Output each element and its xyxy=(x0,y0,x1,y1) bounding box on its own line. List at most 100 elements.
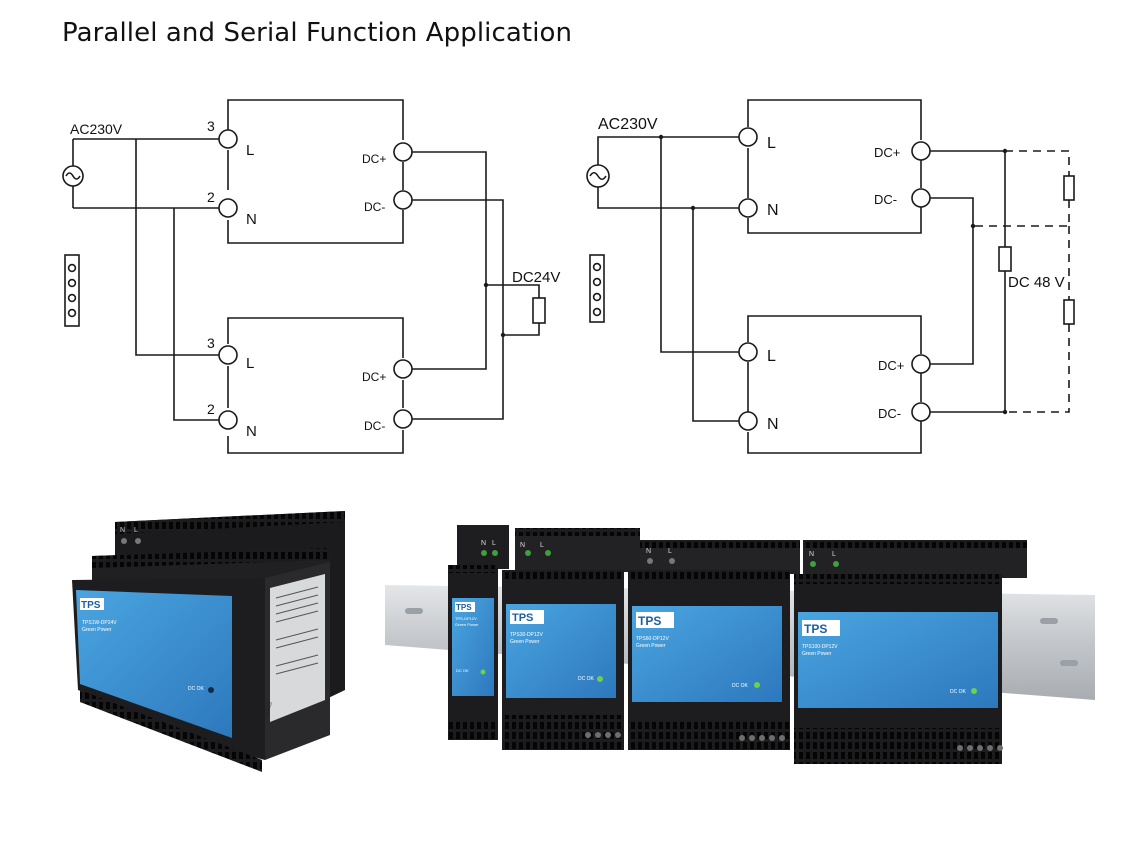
single-module-model: TPS1W-DP24V xyxy=(82,620,117,626)
row-module-2-brand: TPS xyxy=(512,612,533,624)
row-module-2-terminal-l: L xyxy=(540,542,544,549)
serial-unit-top-box-bottom xyxy=(747,207,922,234)
serial-ac-wave xyxy=(589,171,607,181)
parallel-bottom-n-label: N xyxy=(246,423,257,440)
serial-diagram: AC230V L N L N DC+ DC- DC+ DC- DC 48 V xyxy=(586,99,1075,454)
row-module-2-model: TPS30-DP12V xyxy=(510,632,543,638)
page-title: Parallel and Serial Function Application xyxy=(62,18,573,48)
serial-top-dcminus-label: DC- xyxy=(874,192,897,207)
single-module-terminal-l: L xyxy=(134,527,138,534)
parallel-unit-top-box-bottom xyxy=(227,210,404,244)
row-module-4-terminal-n: N xyxy=(809,551,814,558)
parallel-wire-dcminus-bus xyxy=(412,199,504,420)
serial-top-l-label: L xyxy=(767,135,776,152)
serial-bottom-n-terminal xyxy=(738,411,758,431)
product-photo-single: TPS TPS1W-DP24V Green Power DC OK N L Ro… xyxy=(72,511,345,772)
parallel-top-n-terminal xyxy=(218,198,238,218)
serial-load-resistor xyxy=(998,246,1012,272)
serial-bottom-dcplus-label: DC+ xyxy=(878,358,904,373)
row-module-1: TPS TPS-DP12V Green Power DC OK N L xyxy=(448,525,509,740)
parallel-top-n-pin-number: 2 xyxy=(207,189,215,205)
parallel-terminal-block-icon xyxy=(64,254,80,327)
serial-unit-bottom-box xyxy=(747,315,922,354)
parallel-bottom-n-pin-number: 2 xyxy=(207,401,215,417)
serial-dashed-wire-mid xyxy=(973,200,1070,227)
serial-dashed-load-lower xyxy=(1063,299,1075,325)
parallel-bottom-l-pin-number: 3 xyxy=(207,335,215,351)
parallel-top-l-pin-number: 3 xyxy=(207,118,215,134)
parallel-diagram: AC230V 3 2 3 2 L N L N DC+ DC- DC+ DC- D… xyxy=(62,99,560,454)
row-module-1-terminal-n: N xyxy=(481,540,486,547)
parallel-output-label: DC24V xyxy=(512,269,560,286)
parallel-bottom-dcplus-terminal xyxy=(393,359,413,379)
row-module-3-brand: TPS xyxy=(638,614,661,628)
single-module-dcok-label: DC OK xyxy=(188,686,205,692)
serial-bottom-l-terminal xyxy=(738,342,758,362)
parallel-top-l-terminal xyxy=(218,129,238,149)
row-module-4-terminal-l: L xyxy=(832,551,836,558)
parallel-wire-n-branch xyxy=(173,208,219,421)
parallel-bottom-dcplus-label: DC+ xyxy=(362,370,386,384)
parallel-unit-top-box xyxy=(227,99,404,140)
parallel-top-dcplus-terminal xyxy=(393,142,413,162)
parallel-top-dcminus-label: DC- xyxy=(364,200,385,214)
row-module-3-terminal-n: N xyxy=(646,548,651,555)
row-module-4: TPS TPS100-DP12V Green Power DC OK N L xyxy=(794,540,1027,764)
serial-wire-series-link xyxy=(930,197,974,365)
serial-terminal-block-icon xyxy=(589,254,605,323)
parallel-load-resistor xyxy=(532,297,546,324)
parallel-bottom-dcminus-label: DC- xyxy=(364,419,385,433)
parallel-top-dcplus-label: DC+ xyxy=(362,152,386,166)
parallel-unit-bottom-box xyxy=(227,317,404,358)
row-module-1-label xyxy=(452,598,494,696)
parallel-bottom-dcminus-terminal xyxy=(393,409,413,429)
row-module-4-brand: TPS xyxy=(804,622,827,636)
serial-wire-n xyxy=(597,187,739,209)
row-module-3-model: TPS60-DP12V xyxy=(636,636,669,642)
row-module-2-terminal-n: N xyxy=(520,542,525,549)
serial-wire-n-branch xyxy=(692,208,739,422)
serial-top-dcminus-terminal xyxy=(911,188,931,208)
single-module-terminal-n: N xyxy=(120,527,125,534)
serial-top-dcplus-terminal xyxy=(911,141,931,161)
serial-source-label: AC230V xyxy=(598,116,658,133)
serial-output-label: DC 48 V xyxy=(1008,274,1065,291)
serial-wire-l-branch xyxy=(660,137,739,353)
row-module-1-terminal-l: L xyxy=(492,540,496,547)
serial-top-n-terminal xyxy=(738,198,758,218)
row-module-2-dcok: DC OK xyxy=(578,676,595,682)
parallel-top-dcminus-terminal xyxy=(393,190,413,210)
row-module-2-series: Green Power xyxy=(510,639,540,645)
row-module-4-dcok: DC OK xyxy=(950,689,967,695)
row-module-3-dcok: DC OK xyxy=(732,683,749,689)
parallel-source-label: AC230V xyxy=(70,121,123,137)
serial-dashed-wire-top xyxy=(1005,150,1070,176)
row-module-1-dcok: DC OK xyxy=(456,668,469,673)
serial-dashed-wire-bottom xyxy=(1005,324,1070,413)
serial-bottom-dcplus-terminal xyxy=(911,354,931,374)
single-module-led xyxy=(208,687,214,693)
serial-bottom-dcminus-terminal xyxy=(911,402,931,422)
serial-bottom-dcminus-label: DC- xyxy=(878,406,901,421)
serial-bottom-l-label: L xyxy=(767,348,776,365)
serial-wire-l xyxy=(597,136,739,165)
parallel-bottom-l-label: L xyxy=(246,355,254,372)
parallel-top-l-label: L xyxy=(246,142,254,159)
row-module-3: TPS TPS60-DP12V Green Power DC OK N L xyxy=(628,540,800,750)
serial-bottom-n-label: N xyxy=(767,416,779,433)
row-module-4-model: TPS100-DP12V xyxy=(802,644,838,650)
parallel-ac-wave xyxy=(65,172,81,180)
parallel-bottom-n-terminal xyxy=(218,410,238,430)
parallel-wire-dcplus-bus xyxy=(412,151,487,370)
serial-dashed-load-upper xyxy=(1063,175,1075,201)
single-module-blue-label xyxy=(76,590,232,738)
row-module-4-series: Green Power xyxy=(802,651,832,657)
single-module-rohs-mark: RoHS xyxy=(264,701,274,718)
row-module-1-brand: TPS xyxy=(456,603,472,612)
row-module-3-terminal-l: L xyxy=(668,548,672,555)
row-module-2: TPS TPS30-DP12V Green Power DC OK N L xyxy=(502,528,640,750)
row-module-3-series: Green Power xyxy=(636,643,666,649)
row-module-1-series: Green Power xyxy=(455,622,479,627)
product-photo-row: TPS TPS-DP12V Green Power DC OK N L TPS … xyxy=(385,525,1095,764)
